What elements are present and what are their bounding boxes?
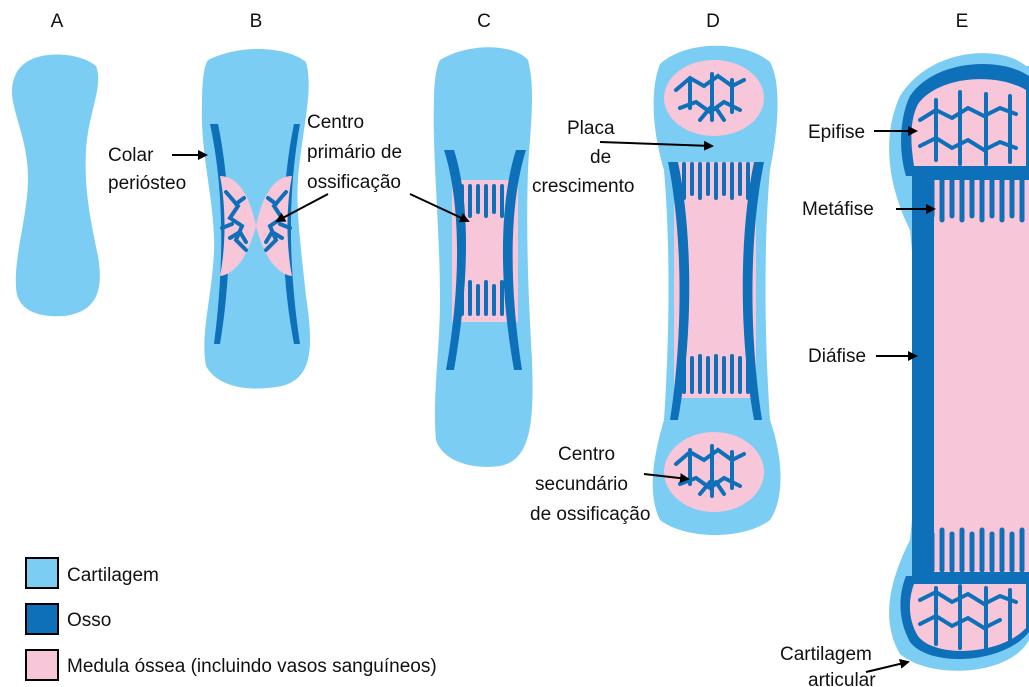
label-placa-line1: Placa	[567, 118, 615, 139]
stage-d-bone	[653, 46, 781, 535]
stage-a-cartilage-model	[12, 54, 100, 316]
legend-item-medula: Medula óssea (incluindo vasos sanguíneos…	[26, 650, 437, 680]
label-centro-secundario-line1: Centro	[558, 444, 615, 465]
stage-c-bone	[434, 47, 533, 467]
legend-swatch-cartilagem	[26, 558, 58, 588]
label-diafise-text: Diáfise	[808, 346, 866, 367]
label-cartilagem-articular-line1: Cartilagem	[780, 644, 872, 665]
legend-item-osso: Osso	[26, 604, 111, 634]
label-placa-line2: de	[590, 147, 611, 168]
legend-swatch-medula	[26, 650, 58, 680]
label-centro-primario-line3: ossificação	[307, 172, 401, 193]
legend-label-medula: Medula óssea (incluindo vasos sanguíneos…	[67, 656, 437, 677]
label-metafise-text: Metáfise	[802, 199, 874, 220]
label-centro-primario-line2: primário de	[307, 142, 402, 163]
legend-item-cartilagem: Cartilagem	[26, 558, 159, 588]
label-placa-line3: crescimento	[532, 176, 634, 197]
label-colar-line2: periósteo	[108, 173, 186, 194]
stage-letter-d: D	[706, 11, 720, 32]
legend-label-cartilagem: Cartilagem	[67, 565, 159, 586]
label-centro-secundario-line3: de ossificação	[530, 504, 650, 525]
stage-letter-b: B	[250, 11, 263, 32]
label-colar-periosteo: Colar periósteo	[108, 145, 206, 194]
stage-b-bone	[202, 49, 310, 389]
label-cartilagem-articular-line2: articular	[808, 670, 876, 687]
stage-letter-e: E	[956, 11, 969, 32]
label-diafise: Diáfise	[808, 346, 916, 367]
label-colar-line1: Colar	[108, 145, 154, 166]
legend: Cartilagem Osso Medula óssea (incluindo …	[26, 558, 437, 680]
label-cartilagem-articular: Cartilagem articular	[780, 644, 908, 687]
stage-letter-a: A	[51, 11, 64, 32]
label-centro-secundario-line2: secundário	[535, 474, 628, 495]
label-epifise-text: Epifise	[808, 122, 865, 143]
arrow-cartilagem-articular	[866, 662, 908, 672]
label-centro-primario-line1: Centro	[307, 112, 364, 133]
stage-e-bone	[889, 53, 1029, 671]
stage-letter-c: C	[477, 11, 491, 32]
legend-label-osso: Osso	[67, 610, 111, 631]
legend-swatch-osso	[26, 604, 58, 634]
